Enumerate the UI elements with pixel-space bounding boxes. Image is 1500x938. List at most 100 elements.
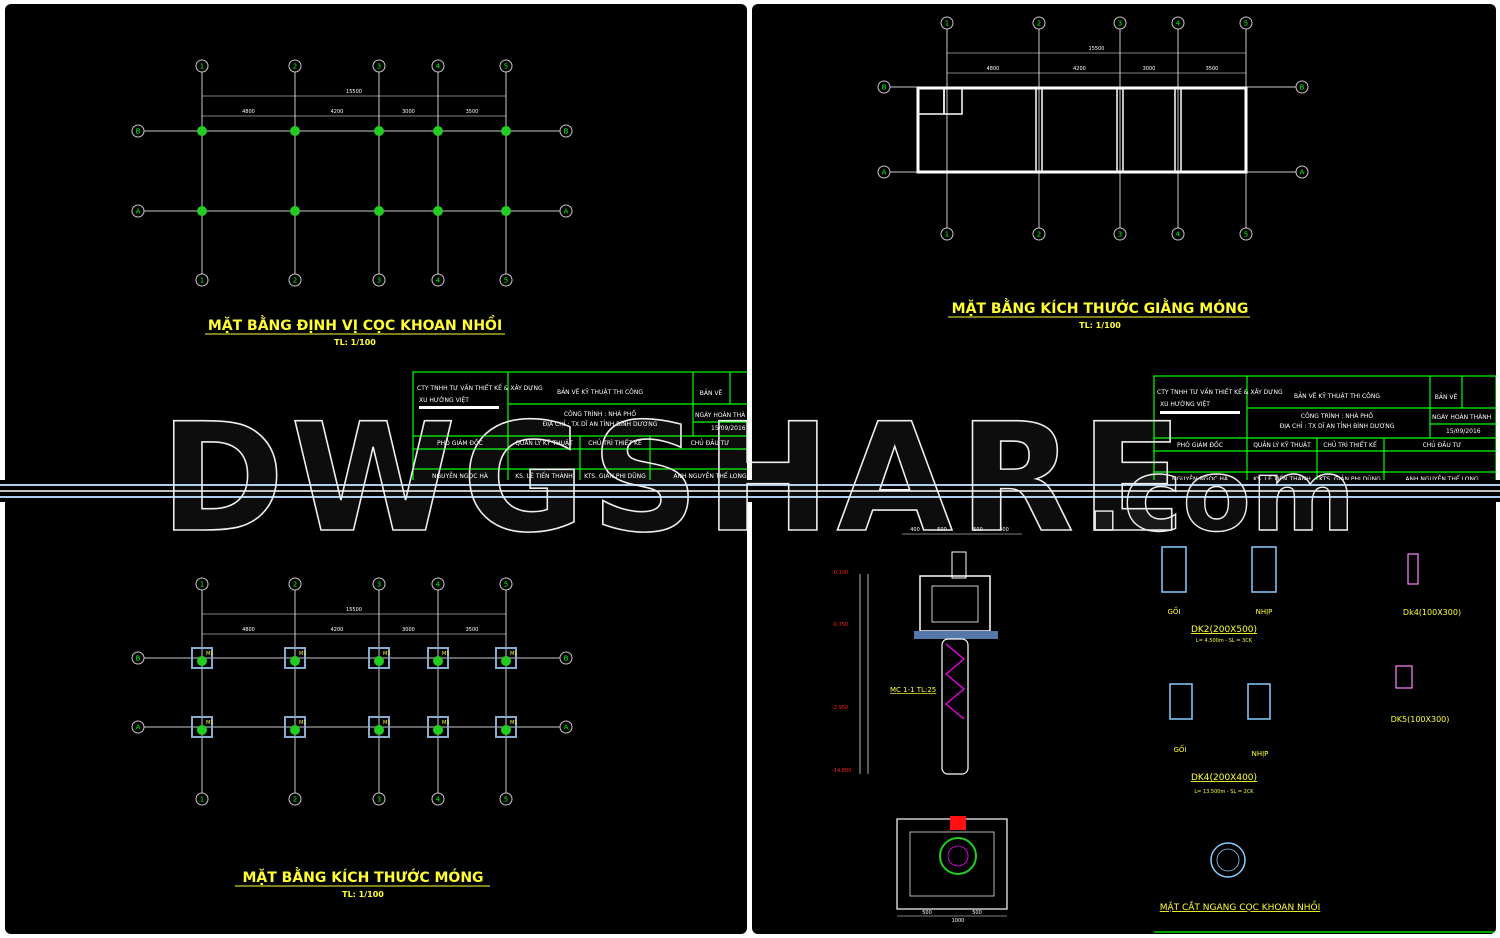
axis-bottom-4-label: 4 bbox=[436, 796, 441, 804]
bored-pile bbox=[374, 126, 384, 136]
axis-bottom-1-label: 1 bbox=[945, 231, 949, 239]
dk4-nhip: NHỊP bbox=[1252, 750, 1269, 758]
axis-top-4-bubble bbox=[1171, 16, 1185, 30]
axis-top-5-label: 5 bbox=[504, 63, 508, 71]
axis-top-2-bubble bbox=[1032, 16, 1046, 30]
dim-span-4: 3500 bbox=[466, 627, 479, 633]
tb-logo-bar bbox=[419, 406, 499, 409]
axis-left-B-label: B bbox=[882, 84, 887, 92]
axis-right-B-bubble bbox=[1295, 80, 1309, 94]
dk5-label: DK5(100X300) bbox=[1391, 715, 1450, 724]
axis-top-3-bubble bbox=[372, 59, 386, 73]
bored-pile bbox=[374, 206, 384, 216]
footing-section-detail: 400 500 500 400 -0.100 -0.750 -2.950 -14… bbox=[832, 527, 1022, 924]
bottom-dim-2: 500 bbox=[972, 910, 982, 916]
dim-span-3: 3000 bbox=[402, 627, 415, 633]
level-mark-4: -14.800 bbox=[832, 768, 851, 774]
axis-right-A-label: A bbox=[564, 724, 569, 732]
footing-label: M1 bbox=[383, 651, 391, 657]
tb-name-2: KS. LÊ TIẾN THÀNH bbox=[515, 472, 573, 480]
axis-right-B-bubble bbox=[559, 124, 573, 138]
tie-beam-inner-3 bbox=[1174, 87, 1182, 173]
axis-top-1-label: 1 bbox=[945, 20, 949, 28]
axis-bottom-4-bubble bbox=[431, 273, 445, 287]
axis-left-A-bubble bbox=[131, 720, 145, 734]
axis-top-1-label: 1 bbox=[200, 581, 204, 589]
tb-right-name-4: ANH NGUYỄN THẾ LONG bbox=[1405, 475, 1479, 483]
axis-left-B-label: B bbox=[136, 655, 141, 663]
axis-top-1-bubble bbox=[940, 16, 954, 30]
axis-top-4-label: 4 bbox=[436, 581, 441, 589]
tb-right-role-4: CHỦ ĐẦU TƯ bbox=[1423, 441, 1462, 449]
axis-bottom-1-label: 1 bbox=[200, 796, 204, 804]
footing bbox=[368, 716, 390, 738]
tb-role-2: QUẢN LÝ KỸ THUẬT bbox=[515, 439, 573, 447]
bored-pile bbox=[501, 126, 511, 136]
bored-pile bbox=[197, 206, 207, 216]
tb-right-ngay: NGÀY HOÀN THÀNH bbox=[1432, 414, 1491, 421]
footing-dim-1: 400 bbox=[910, 527, 920, 533]
footing-label: M1 bbox=[510, 651, 518, 657]
axis-top-1-bubble bbox=[195, 577, 209, 591]
bored-pile-shaft bbox=[941, 638, 969, 775]
footing-top-dims: 400 500 500 400 bbox=[902, 527, 1022, 535]
footing bbox=[427, 647, 449, 669]
axis-bottom-5-bubble bbox=[1239, 227, 1253, 241]
axis-bottom-2-bubble bbox=[1032, 227, 1046, 241]
axis-top-4-bubble bbox=[431, 59, 445, 73]
section-label: MC 1-1 TL:25 bbox=[890, 686, 936, 694]
tb-right-logo-bar bbox=[1160, 411, 1240, 414]
dim-span-3: 3000 bbox=[402, 109, 415, 115]
footing-label: M1 bbox=[442, 651, 450, 657]
dk2-span-section bbox=[1251, 546, 1277, 593]
footing bbox=[368, 647, 390, 669]
bored-pile bbox=[290, 126, 300, 136]
axis-right-A-label: A bbox=[1300, 169, 1305, 177]
tb-role-3: CHỦ TRÌ THIẾT KẾ bbox=[588, 439, 642, 447]
pile-plan-circle bbox=[939, 837, 977, 875]
tb-address: ĐỊA CHỈ : TX DĨ AN TỈNH BÌNH DƯƠNG bbox=[543, 420, 658, 428]
bottom-dim-total: 1000 bbox=[952, 918, 965, 924]
footing-label: M1 bbox=[442, 720, 450, 726]
dim-total: 15500 bbox=[1089, 46, 1105, 52]
tb-right-role-1: PHÓ GIÁM ĐỐC bbox=[1177, 441, 1223, 449]
axis-bottom-5-label: 5 bbox=[504, 796, 508, 804]
axis-right-B-label: B bbox=[1300, 84, 1305, 92]
tb-right-name-2: KS. LÊ TIẾN THÀNH bbox=[1253, 475, 1311, 483]
footing-pile bbox=[374, 725, 384, 735]
level-mark-1: -0.100 bbox=[832, 570, 848, 576]
column-plan-mark bbox=[950, 816, 966, 830]
dim-span-1: 4800 bbox=[987, 66, 1000, 72]
footing-pile bbox=[433, 656, 443, 666]
dim-span-2: 4200 bbox=[1073, 66, 1086, 72]
footing bbox=[495, 647, 517, 669]
tb-right-project: CÔNG TRÌNH : NHÀ PHỐ bbox=[1301, 412, 1374, 420]
dim-span-4: 3500 bbox=[466, 109, 479, 115]
tb-company-small: CTY TNHH TƯ VẤN THIẾT KẾ & XÂY DỰNG bbox=[417, 384, 543, 392]
axis-bottom-5-label: 5 bbox=[1244, 231, 1248, 239]
tb-right-company: XU HƯỚNG VIỆT bbox=[1160, 400, 1210, 408]
footing-label: M1 bbox=[299, 720, 307, 726]
axis-bottom-5-label: 5 bbox=[504, 277, 508, 285]
axis-bottom-2-bubble bbox=[288, 273, 302, 287]
footing-dim-4: 400 bbox=[999, 527, 1009, 533]
footing-pile bbox=[290, 725, 300, 735]
axis-right-A-label: A bbox=[564, 208, 569, 216]
spiral-rebar bbox=[945, 643, 965, 720]
footing bbox=[427, 716, 449, 738]
dk2-nhip: NHỊP bbox=[1256, 608, 1273, 616]
tb-right-role-3: CHỦ TRÌ THIẾT KẾ bbox=[1323, 441, 1377, 449]
axis-right-A-bubble bbox=[559, 720, 573, 734]
axis-top-1-bubble bbox=[195, 59, 209, 73]
tb-right-date: 15/09/2016 bbox=[1446, 428, 1481, 435]
axis-top-3-label: 3 bbox=[377, 63, 381, 71]
axis-bottom-1-label: 1 bbox=[200, 277, 204, 285]
pile-cap-rebar bbox=[931, 585, 979, 623]
footing bbox=[495, 716, 517, 738]
tb-right-role-2: QUẢN LÝ KỸ THUẬT bbox=[1253, 441, 1311, 449]
dim-span-1: 4800 bbox=[242, 109, 255, 115]
